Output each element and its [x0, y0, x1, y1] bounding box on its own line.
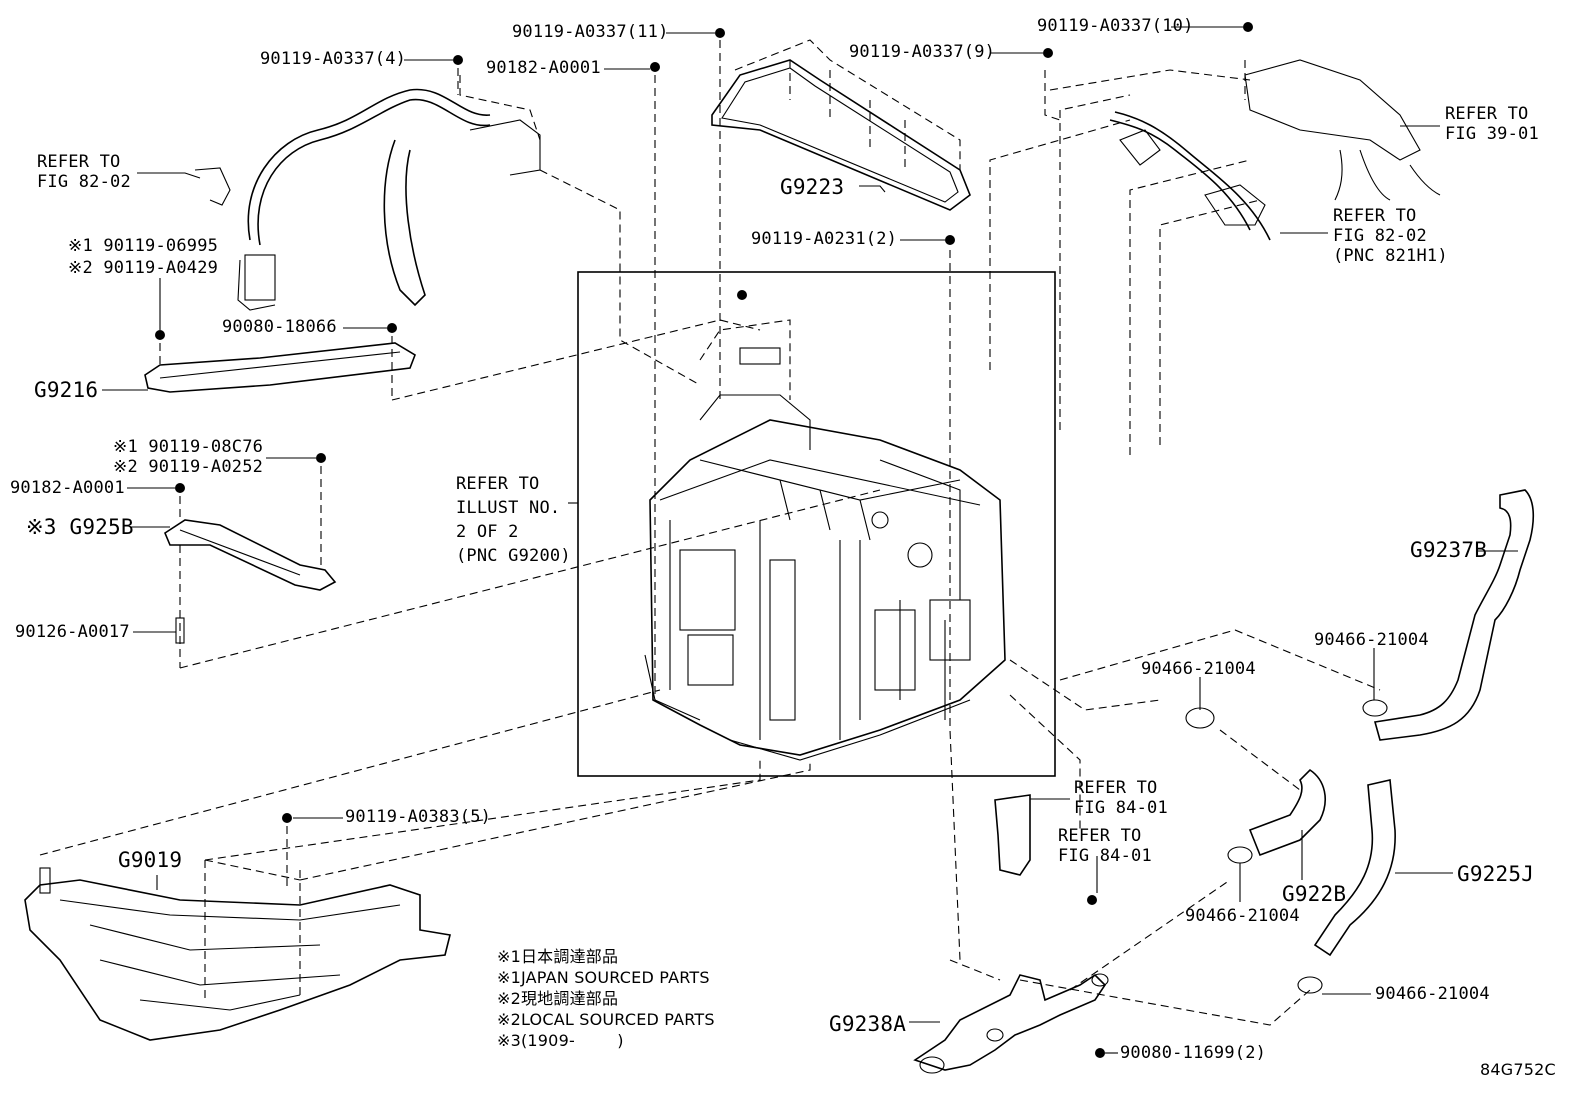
diagram-code: 84G752C	[1480, 1060, 1556, 1079]
label-90466-21004-d: 90466-21004	[1375, 984, 1490, 1004]
leader-lines	[102, 26, 1518, 1054]
label-refer-illust-2-of-2: REFER TO ILLUST NO. 2 OF 2 (PNC G9200)	[456, 474, 571, 566]
label-g9019: G9019	[118, 848, 183, 872]
label-g9225j: G9225J	[1457, 862, 1535, 886]
label-90182-a0001-mid: 90182-A0001	[10, 478, 125, 498]
label-g922b: G922B	[1282, 882, 1347, 906]
label-90119-06995: ※1 90119-06995	[68, 236, 219, 256]
label-refer-fig-84-01-a: REFER TO FIG 84-01	[1074, 778, 1168, 818]
label-90182-a0001-top: 90182-A0001	[486, 58, 601, 78]
legend-note-japan-en: ※1JAPAN SOURCED PARTS	[497, 968, 710, 987]
legend-note-3-date: ※3(1909- )	[497, 1031, 624, 1050]
g9223-cover	[711, 39, 971, 211]
g925b-stay	[164, 519, 337, 591]
label-g9223: G9223	[780, 175, 845, 199]
assembly-lines	[39, 40, 1381, 1026]
label-90119-a0252: ※2 90119-A0252	[113, 457, 264, 477]
label-90080-11699-2: 90080-11699(2)	[1120, 1043, 1267, 1063]
label-refer-fig-84-01-b: REFER TO FIG 84-01	[1058, 826, 1152, 866]
left-wire-harness	[194, 75, 541, 311]
label-90466-21004-b: 90466-21004	[1141, 659, 1256, 679]
label-90466-21004-a: 90466-21004	[1314, 630, 1429, 650]
label-g9216: G9216	[34, 378, 99, 402]
label-g9237b: G9237B	[1410, 538, 1488, 562]
g9019-tray	[24, 859, 451, 1041]
right-wire-harness	[1044, 59, 1441, 241]
legend-note-japan-jp: ※1日本調達部品	[497, 947, 619, 966]
hose-clamps	[1185, 699, 1388, 994]
label-90119-a0231-2: 90119-A0231(2)	[751, 229, 898, 249]
g922b-hose	[1248, 768, 1326, 857]
label-90126-a0017: 90126-A0017	[15, 622, 130, 642]
label-90119-a0337-4: 90119-A0337(4)	[260, 49, 407, 69]
label-90119-08c76: ※1 90119-08C76	[113, 437, 264, 457]
legend-note-local-jp: ※2現地調達部品	[497, 989, 619, 1008]
bolts	[155, 22, 1253, 1058]
label-g925b: ※3 G925B	[26, 515, 134, 539]
g9238a-pipe	[913, 973, 1109, 1074]
label-90119-a0383-5: 90119-A0383(5)	[345, 807, 492, 827]
label-90119-a0337-9: 90119-A0337(9)	[849, 42, 996, 62]
inverter-frame	[577, 271, 1056, 777]
bracket-84-01	[994, 794, 1031, 876]
label-90466-21004-c: 90466-21004	[1185, 906, 1300, 926]
g9237b-hose	[1373, 489, 1535, 741]
label-refer-fig-39-01: REFER TO FIG 39-01	[1445, 104, 1539, 144]
label-90080-18066: 90080-18066	[222, 317, 337, 337]
label-refer-fig-82-02-left: REFER TO FIG 82-02	[37, 152, 131, 192]
g9225j-hose	[1313, 779, 1396, 957]
label-refer-fig-82-02-right: REFER TO FIG 82-02 (PNC 821H1)	[1333, 206, 1448, 266]
g9216-bracket	[144, 342, 416, 393]
label-g9238a: G9238A	[829, 1012, 907, 1036]
legend-note-local-en: ※2LOCAL SOURCED PARTS	[497, 1010, 715, 1029]
inverter-assembly	[644, 347, 1006, 761]
label-90119-a0429: ※2 90119-A0429	[68, 258, 219, 278]
label-90119-a0337-10: 90119-A0337(10)	[1037, 16, 1194, 36]
label-90119-a0337-11: 90119-A0337(11)	[512, 22, 669, 42]
